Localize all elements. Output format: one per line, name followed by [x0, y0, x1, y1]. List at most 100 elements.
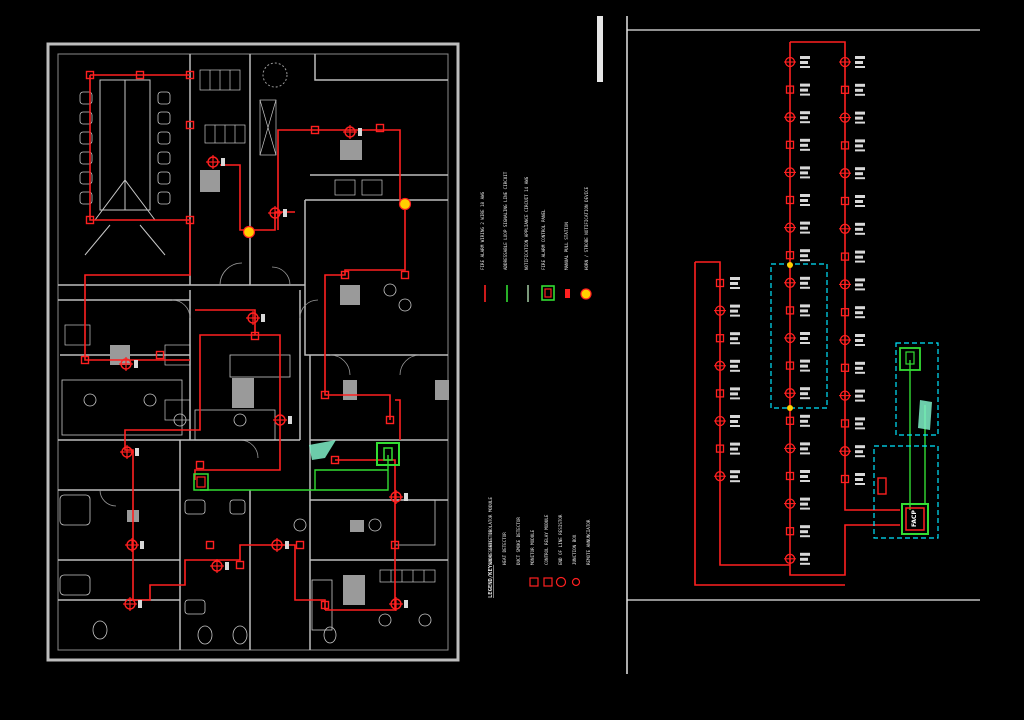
- task-chair: [383, 283, 397, 297]
- riser-module: [840, 361, 865, 374]
- smoke-detector: [123, 597, 142, 611]
- smoke-detector: [119, 357, 138, 371]
- task-chair: [143, 393, 157, 407]
- junction-box: [330, 455, 340, 465]
- zone-box-2: [895, 342, 939, 436]
- riser-detector: [839, 111, 865, 124]
- riser-strobe-2: [787, 405, 793, 411]
- chair: [79, 131, 93, 145]
- furniture: [61, 91, 436, 631]
- riser-strobe-1: [787, 262, 793, 268]
- riser-module: [715, 442, 740, 455]
- building-outline: [46, 42, 460, 662]
- sprinkler-riser-marker: [309, 440, 336, 460]
- riser-detector: [714, 415, 740, 427]
- task-chair: [378, 613, 392, 627]
- junction-box: [80, 355, 90, 365]
- chair: [157, 171, 171, 185]
- junction-box: [195, 460, 205, 470]
- riser-module: [840, 417, 865, 430]
- chair: [79, 171, 93, 185]
- riser-module: [785, 414, 810, 427]
- riser-detector: [784, 166, 810, 179]
- riser-detector: [784, 111, 810, 124]
- junction-box: [235, 560, 245, 570]
- riser-detector: [784, 221, 810, 234]
- riser-module: [715, 387, 740, 400]
- riser-annunciator: [899, 347, 921, 371]
- legend: FIRE ALARM WIRING 2 WIRE 18 AWG ADDRESSAB…: [480, 16, 603, 598]
- legend-item: MONITOR MODULE: [530, 529, 535, 565]
- riser-module: [840, 139, 865, 152]
- chair: [79, 111, 93, 125]
- riser-module: [785, 83, 810, 96]
- junction-box: [250, 331, 260, 341]
- riser-detector: [714, 304, 740, 317]
- riser-detector: [784, 497, 810, 510]
- smoke-detector: [389, 490, 408, 504]
- riser-module: [840, 195, 865, 207]
- riser-detector: [839, 445, 865, 458]
- smoke-detector: [343, 125, 362, 139]
- riser-detector: [839, 389, 865, 402]
- bus-wiring: [200, 455, 389, 491]
- junction-box: [85, 215, 95, 225]
- riser-module: [877, 477, 887, 495]
- smoke-detector: [273, 413, 292, 427]
- riser-detector: [784, 442, 810, 455]
- junction-box: [155, 350, 165, 360]
- desk: [229, 354, 291, 378]
- desk: [311, 579, 333, 631]
- zone-box-1: [770, 263, 828, 409]
- strobe-2: [398, 197, 412, 211]
- smoke-detector: [270, 538, 289, 552]
- riser-detector: [839, 167, 865, 180]
- fp-devices: [80, 70, 410, 611]
- legend-item: HORN / STROBE NOTIFICATION DEVICE: [584, 186, 589, 270]
- legend-item: FIRE ALARM WIRING 2 WIRE 18 AWG: [480, 191, 485, 270]
- riser-module: [840, 473, 865, 485]
- legend-item: END OF LINE RESISTOR: [558, 514, 563, 565]
- strobe-1: [242, 225, 256, 239]
- legend-item: REMOTE ANNUNCIATOR: [586, 519, 591, 565]
- door-swings: [99, 262, 421, 507]
- smoke-detector: [389, 597, 408, 611]
- facp-label: FACP: [911, 510, 918, 527]
- legend-item: FIRE ALARM CONTROL PANEL: [541, 209, 546, 270]
- riser-detector: [839, 56, 865, 68]
- chair: [157, 91, 171, 105]
- legend-item: NOTIFICATION APPLIANCE CIRCUIT 14 AWG: [524, 176, 529, 270]
- junction-box: [205, 540, 215, 550]
- smoke-detector: [120, 445, 139, 459]
- smoke-detector: [246, 311, 265, 325]
- floor-plan: [46, 42, 460, 662]
- junction-box: [375, 123, 385, 133]
- task-chair: [233, 413, 247, 427]
- desk: [61, 379, 183, 436]
- riser-detector: [784, 387, 810, 400]
- task-chair: [398, 298, 412, 312]
- legend-item: CONTROL RELAY MODULE: [544, 514, 549, 565]
- riser-sprinkler-marker: [918, 400, 932, 430]
- junction-box: [320, 600, 330, 610]
- chair: [157, 111, 171, 125]
- legend-item: ADDRESSABLE ISOLATOR MODULE: [488, 496, 493, 565]
- legend-item: DUCT SMOKE DETECTOR: [516, 517, 521, 565]
- junction-box: [185, 120, 195, 130]
- task-chair: [418, 613, 432, 627]
- junction-box: [185, 215, 195, 225]
- smoke-detector: [268, 206, 287, 220]
- desk: [194, 409, 276, 441]
- junction-box: [310, 125, 320, 135]
- riser-module: [785, 525, 810, 538]
- riser-detector: [839, 334, 865, 346]
- smoke-detector: [125, 538, 144, 552]
- legend-item: HEAT DETECTOR: [502, 532, 507, 565]
- riser-module: [785, 359, 810, 372]
- legend-item: JUNCTION BOX: [572, 534, 577, 565]
- legend-item: ADDRESSABLE LOOP SIGNALING LINE CIRCUIT: [503, 171, 508, 270]
- junction-box: [185, 70, 195, 80]
- legend-title: LEGEND/KEY: [488, 564, 494, 598]
- riser-detector: [784, 332, 810, 344]
